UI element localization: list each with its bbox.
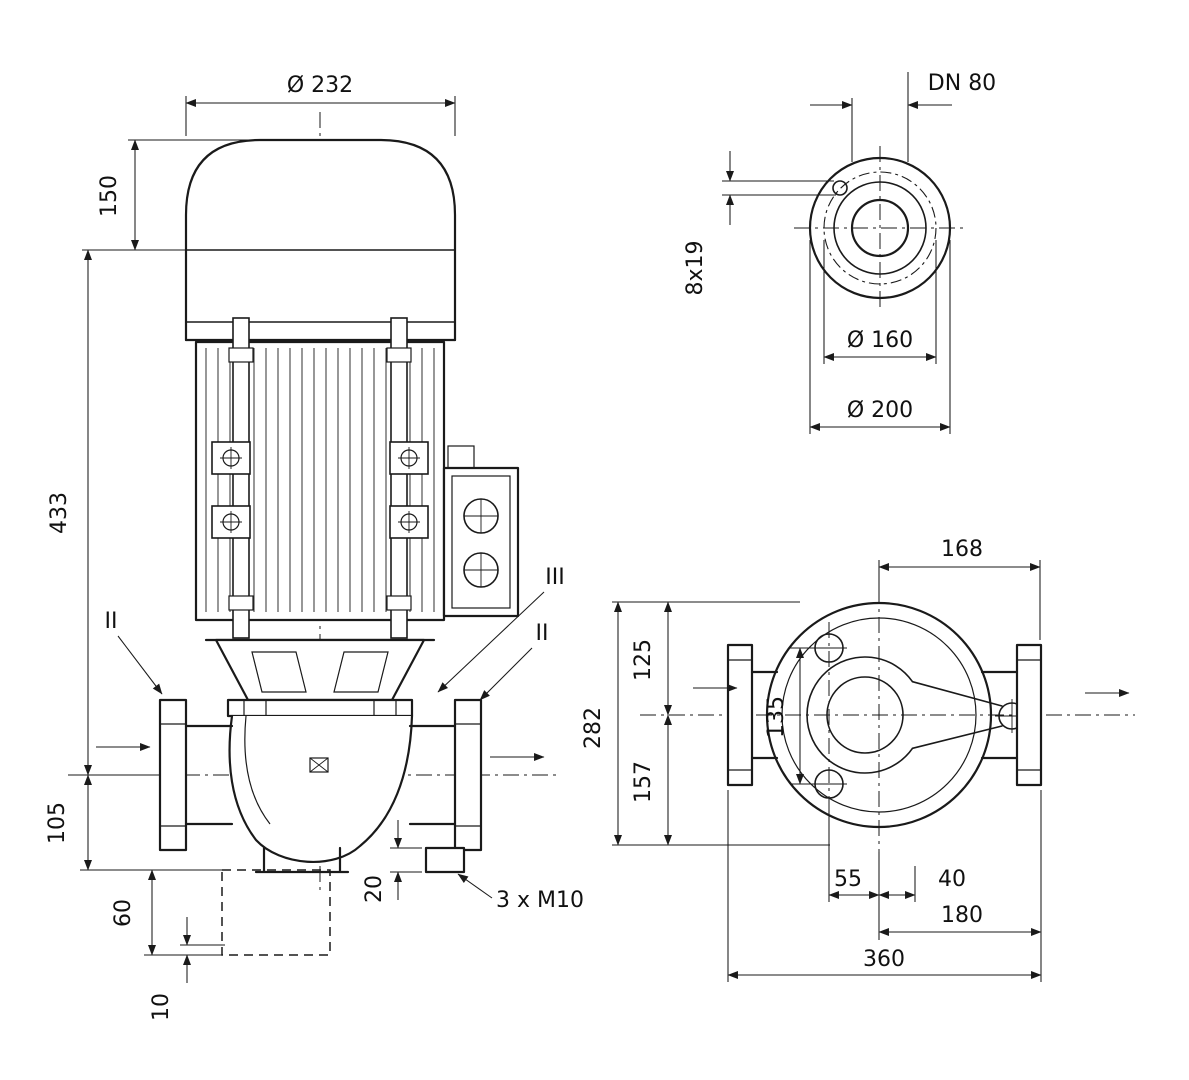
dim-depth-lower: 157 <box>631 714 672 846</box>
volute-inner-line <box>244 715 271 825</box>
dim-bolt-circle: Ø 160 <box>823 240 937 364</box>
tie-rod-left <box>228 317 254 639</box>
shaft-bore-circle <box>826 676 904 754</box>
motor-stool-opening <box>806 656 914 774</box>
plan-suction-flange <box>726 643 779 787</box>
dim-axis-height: 433 <box>47 249 160 776</box>
motor-fins <box>205 348 435 612</box>
dim-label: Ø 160 <box>847 328 913 353</box>
flange-bore <box>850 198 910 258</box>
dim-bolt-holes: 8x19 <box>683 151 836 296</box>
dim-label: 360 <box>863 947 905 972</box>
flange-outer-circle <box>808 156 952 300</box>
dim-offset-40: 40 <box>878 867 966 899</box>
section-label-detail: III <box>437 565 565 693</box>
dim-label: 125 <box>631 639 656 681</box>
drain-plug <box>309 757 329 773</box>
dim-label: 157 <box>631 761 656 803</box>
pipe-nozzles <box>184 724 457 826</box>
dim-offset-55: 55 <box>828 810 916 940</box>
dim-motor-top: 150 <box>82 139 262 251</box>
volute-throat <box>911 680 1003 750</box>
right-foot <box>424 846 466 874</box>
motor-bracket-right <box>389 441 429 539</box>
volute-plan-view: 168 282 125 157 135 55 <box>581 537 1135 982</box>
section-label-left: II <box>105 609 163 695</box>
bolt-hole <box>832 180 848 196</box>
dim-label: 282 <box>581 707 606 749</box>
dim-depth-total: 282 <box>581 601 830 846</box>
svg-text:II: II <box>105 609 118 634</box>
dim-width-total: 360 <box>727 790 1042 982</box>
dim-width-right: 168 <box>878 537 1041 640</box>
suction-flange <box>158 698 188 852</box>
casing-flange-bolts <box>243 700 397 716</box>
dim-label: 105 <box>45 802 70 844</box>
dim-label: 8x19 <box>683 240 708 295</box>
dim-label: 20 <box>362 875 387 903</box>
volute-rim-circle <box>781 617 977 813</box>
dim-center-to-flange: 180 <box>878 790 1042 940</box>
dim-label: 180 <box>941 903 983 928</box>
dim-axis-to-foot: 105 <box>45 774 222 871</box>
dim-label: 168 <box>941 537 983 562</box>
section-label-right: II <box>479 621 549 701</box>
tie-rod-right <box>386 317 412 639</box>
front-view: Ø 232 150 433 105 60 <box>45 73 584 1021</box>
plan-discharge-flange <box>980 643 1043 787</box>
dim-label: 433 <box>47 492 72 534</box>
dim-label: Ø 200 <box>847 398 913 423</box>
fan-cover <box>184 138 457 342</box>
foundation-outline <box>221 869 331 956</box>
lantern <box>204 638 436 702</box>
dim-label: Ø 232 <box>287 73 353 98</box>
motor-bracket-left <box>211 441 251 539</box>
discharge-flange <box>453 698 483 852</box>
center-foot <box>254 846 350 874</box>
volute-outer-circle <box>765 601 993 829</box>
dim-depth-upper: 125 <box>631 601 672 716</box>
dim-nominal: DN 80 <box>810 71 996 162</box>
dim-outer-diameter: Ø 200 <box>809 240 951 434</box>
dim-label: 135 <box>764 696 789 738</box>
dim-plate-thickness: 10 <box>149 917 225 1021</box>
volute-casing <box>228 714 414 863</box>
terminal-box <box>442 445 520 618</box>
svg-text:II: II <box>536 621 549 646</box>
dim-label: DN 80 <box>928 71 996 96</box>
flange-top-view: DN 80 8x19 Ø 160 Ø 200 <box>683 71 996 434</box>
dim-port-spacing: 135 <box>764 647 815 785</box>
dim-label: 40 <box>938 867 966 892</box>
bolt-circle <box>823 171 937 285</box>
dim-top-width: Ø 232 <box>185 73 456 136</box>
callout-foot-thread: 3 x M10 <box>457 873 584 913</box>
dim-label: 55 <box>834 867 862 892</box>
casing-flange <box>226 698 414 718</box>
dim-label: 10 <box>149 993 174 1021</box>
flange-raised-face <box>833 181 927 275</box>
dim-foot-height: 20 <box>362 820 422 903</box>
dim-label: 60 <box>111 899 136 927</box>
svg-text:III: III <box>545 565 564 590</box>
callout-label: 3 x M10 <box>496 888 584 913</box>
dim-label: 150 <box>97 175 122 217</box>
dim-foundation-height: 60 <box>111 869 222 956</box>
